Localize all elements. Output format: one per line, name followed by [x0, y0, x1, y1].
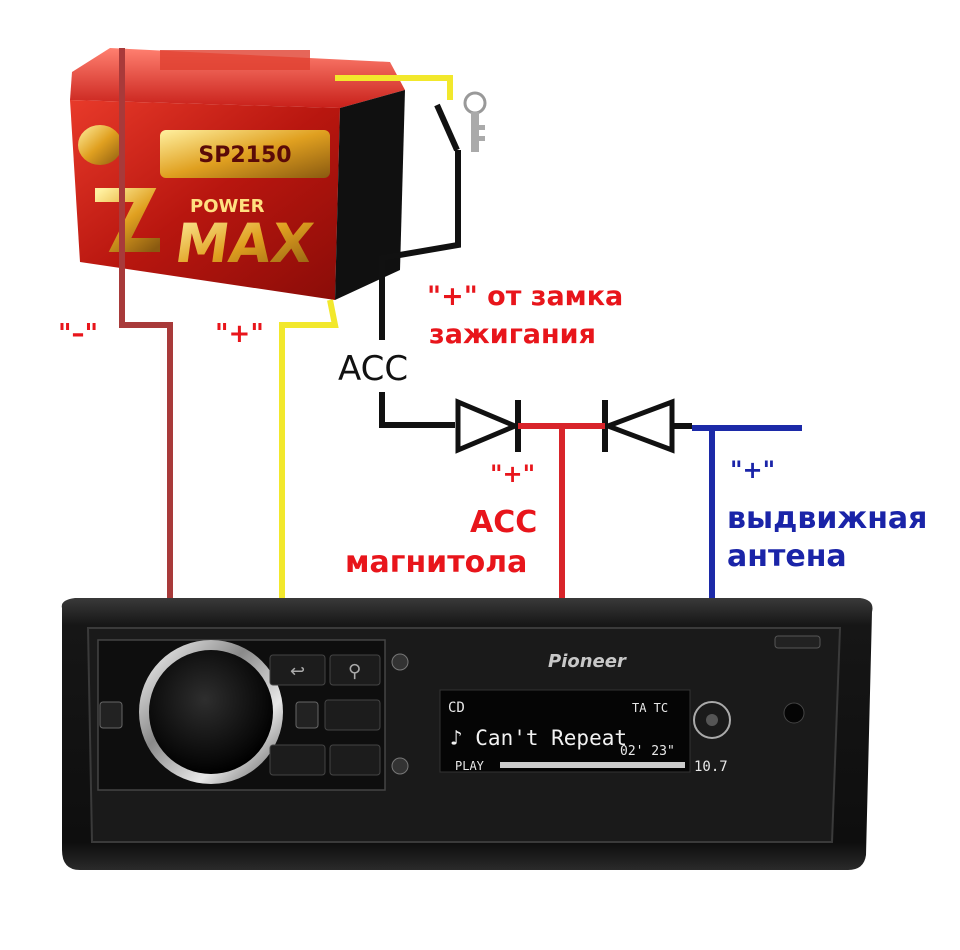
- battery-model-text: SP2150: [198, 143, 291, 168]
- display-source: CD: [448, 700, 465, 716]
- label-antenna-1: выдвижная: [727, 501, 927, 536]
- eject-button[interactable]: [774, 635, 821, 649]
- label-acc-radio-2: магнитола: [345, 545, 527, 580]
- display-track: ♪ Can't Repeat: [450, 726, 627, 750]
- search-button[interactable]: [329, 654, 381, 686]
- label-acc-radio-plus: "+": [490, 460, 535, 488]
- ignition-key-icon: [463, 91, 487, 152]
- display-play: PLAY: [455, 759, 485, 773]
- label-plus-yellow: "+": [215, 319, 264, 349]
- left-button[interactable]: [99, 701, 123, 729]
- battery-top-ridge: [160, 50, 310, 70]
- label-antenna-2: антена: [727, 539, 847, 574]
- label-minus: "–": [58, 319, 98, 349]
- radio-brand: Pioneer: [548, 651, 627, 672]
- right-button[interactable]: [295, 701, 319, 729]
- back-button[interactable]: [269, 654, 326, 686]
- battery-model-plate: [160, 130, 330, 178]
- battery-brand-small: POWER: [190, 196, 265, 217]
- down-button[interactable]: [391, 757, 409, 775]
- up-button[interactable]: [391, 653, 409, 671]
- label-ignition-1: "+" от замка: [427, 281, 623, 312]
- battery-logo: [78, 125, 122, 165]
- battery-brand-big: MAX: [171, 212, 317, 275]
- band-button[interactable]: [329, 744, 381, 776]
- back-icon: ↩: [290, 661, 305, 682]
- ignition-wire: [379, 103, 461, 428]
- ground-wire: [119, 48, 173, 598]
- diode-acc: [455, 398, 522, 454]
- battery-plus-wire: [279, 299, 339, 598]
- label-antenna-plus: "+": [730, 456, 775, 484]
- search-icon: ⚲: [348, 661, 361, 682]
- label-acc-radio-1: ACC: [470, 505, 537, 540]
- battery: SP2150 POWER MAX: [70, 48, 405, 300]
- display-time: 02' 23": [620, 744, 675, 759]
- radio-display: [439, 689, 691, 773]
- display-top-right: TA TC: [632, 701, 668, 715]
- src-button[interactable]: [269, 744, 326, 776]
- display-freq: 10.7: [694, 759, 728, 775]
- car-radio: ↩ ⚲ Pioneer CD TA TC ♪ Can't Repeat 02' …: [61, 598, 873, 870]
- eq-button[interactable]: [324, 699, 381, 731]
- disc-icon-center: [706, 714, 718, 726]
- display-progress: [500, 762, 685, 768]
- volume-knob[interactable]: [149, 650, 273, 774]
- aux-jack: [783, 702, 805, 724]
- battery-side: [335, 90, 405, 300]
- battery-to-switch-wire: [335, 75, 453, 100]
- battery-top: [70, 48, 405, 108]
- diode-antenna: [600, 398, 675, 454]
- label-ignition-2: зажигания: [429, 319, 596, 350]
- label-acc: ACC: [338, 349, 408, 389]
